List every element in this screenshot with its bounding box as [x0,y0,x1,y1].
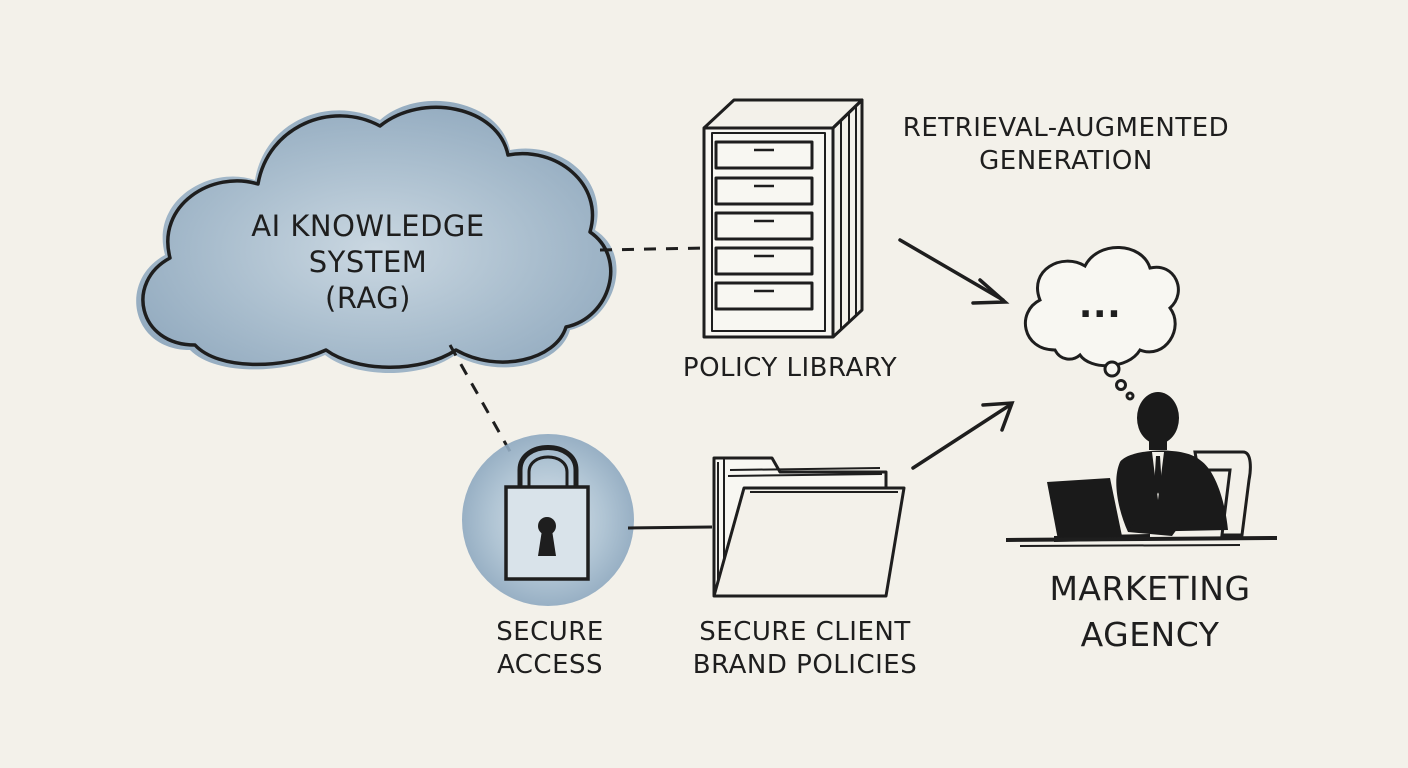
lock-to-folder-connector [627,525,713,530]
secure-access-lock-icon [462,434,634,606]
ai-knowledge-system-label: AI KNOWLEDGE SYSTEM (RAG) [251,209,485,315]
secure-access-label: SECURE ACCESS [496,617,604,680]
brand-policies-folder-icon [712,456,906,598]
thought-bubble-icon [1023,246,1180,401]
policy-library-label: POLICY LIBRARY [682,353,898,383]
cloud-to-library-connector [599,246,706,252]
thought-bubble-text: ... [1078,285,1122,326]
ai-knowledge-cloud-icon [136,100,617,374]
brand-policies-arrow [911,401,1015,470]
marketing-agency-label: MARKETING AGENCY [1049,569,1251,654]
retrieval-arrow [898,238,1010,305]
retrieval-augmented-generation-caption: RETRIEVAL-AUGMENTED GENERATION [902,113,1230,176]
brand-policies-label: SECURE CLIENT BRAND POLICIES [692,617,918,680]
policy-library-cabinet-icon [702,98,864,339]
marketing-agency-person-icon [1005,392,1278,547]
